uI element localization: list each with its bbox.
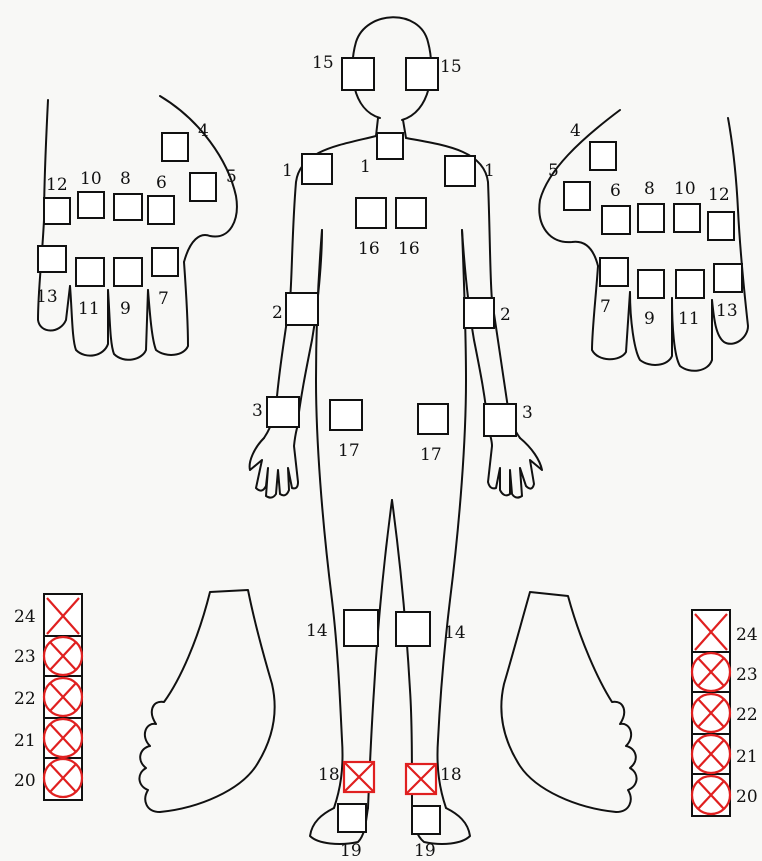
patch-site-9-right-hand (638, 270, 664, 298)
label-4-left-hand: 4 (198, 121, 209, 141)
label-4-right-hand: 4 (570, 121, 581, 141)
label-10-right-hand: 10 (674, 179, 696, 199)
patch-site-17-right (418, 404, 448, 434)
label-21-left: 21 (14, 731, 36, 751)
label-8-left-hand: 8 (120, 169, 131, 189)
label-23-left: 23 (14, 647, 36, 667)
patch-site-19-right (412, 806, 440, 834)
label-5-right-hand: 5 (548, 161, 559, 181)
label-14-left: 14 (306, 621, 328, 641)
patch-site-14-left (344, 610, 378, 646)
patch-site-13-right-hand (714, 264, 742, 292)
label-19-left: 19 (340, 841, 362, 861)
right-foot-outline (501, 592, 636, 812)
label-20-right: 20 (736, 787, 758, 807)
patch-site-4-left-hand (162, 133, 188, 161)
patch-site-6-right-hand (602, 206, 630, 234)
right-marked-strip (692, 610, 730, 816)
patch-site-7-right-hand (600, 258, 628, 286)
patch-site-8-right-hand (638, 204, 664, 232)
label-11-right-hand: 11 (678, 309, 700, 329)
patch-site-14-right (396, 612, 430, 646)
patch-site-19-left (338, 804, 366, 832)
patch-site-2-right (464, 298, 494, 328)
patch-site-4-right-hand (590, 142, 616, 170)
label-1-left: 1 (282, 161, 293, 181)
patch-site-3-right (484, 404, 516, 436)
label-12-left-hand: 12 (46, 175, 68, 195)
label-24-right: 24 (736, 625, 758, 645)
patch-site-1-center (377, 133, 403, 159)
patch-site-1-left (302, 154, 332, 184)
label-23-right: 23 (736, 665, 758, 685)
patch-site-15-right (406, 58, 438, 90)
label-12-right-hand: 12 (708, 185, 730, 205)
label-11-left-hand: 11 (78, 299, 100, 319)
label-13-right-hand: 13 (716, 301, 738, 321)
left-marked-strip (44, 594, 82, 800)
label-9-right-hand: 9 (644, 309, 655, 329)
label-18-left: 18 (318, 765, 340, 785)
patch-site-10-left-hand (78, 192, 104, 218)
label-20-left: 20 (14, 771, 36, 791)
patch-site-11-right-hand (676, 270, 704, 298)
label-15-left: 15 (312, 53, 334, 73)
patch-site-9-left-hand (114, 258, 142, 286)
patch-site-18-right-marked (406, 764, 436, 794)
label-8-right-hand: 8 (644, 179, 655, 199)
label-1-center: 1 (360, 157, 371, 177)
label-21-right: 21 (736, 747, 758, 767)
label-5-left-hand: 5 (226, 167, 237, 187)
patch-site-12-right-hand (708, 212, 734, 240)
label-7-right-hand: 7 (600, 297, 611, 317)
patch-site-5-left-hand (190, 173, 216, 201)
patch-site-8-left-hand (114, 194, 142, 220)
label-2-right: 2 (500, 305, 511, 325)
label-19-right: 19 (414, 841, 436, 861)
label-3-right: 3 (522, 403, 533, 423)
label-2-left: 2 (272, 303, 283, 323)
patch-site-2-left (286, 293, 318, 325)
patch-site-16-left (356, 198, 386, 228)
patch-site-6-left-hand (148, 196, 174, 224)
patch-site-17-left (330, 400, 362, 430)
patch-site-1-right (445, 156, 475, 186)
label-7-left-hand: 7 (158, 289, 169, 309)
label-18-right: 18 (440, 765, 462, 785)
label-14-right: 14 (444, 623, 466, 643)
label-17-left: 17 (338, 441, 360, 461)
patch-site-13-left-hand (38, 246, 66, 272)
patch-site-18-left-marked (344, 762, 374, 792)
label-16-left: 16 (358, 239, 380, 259)
label-3-left: 3 (252, 401, 263, 421)
patch-site-5-right-hand (564, 182, 590, 210)
label-10-left-hand: 10 (80, 169, 102, 189)
label-16-right: 16 (398, 239, 420, 259)
patch-site-11-left-hand (76, 258, 104, 286)
patch-site-10-right-hand (674, 204, 700, 232)
label-1-right: 1 (484, 161, 495, 181)
patch-site-15-left (342, 58, 374, 90)
label-15-right: 15 (440, 57, 462, 77)
label-6-right-hand: 6 (610, 181, 621, 201)
patch-site-3-left (267, 397, 299, 427)
patch-site-12-left-hand (44, 198, 70, 224)
left-foot-outline (139, 590, 274, 812)
label-22-right: 22 (736, 705, 758, 725)
patch-site-16-right (396, 198, 426, 228)
label-22-left: 22 (14, 689, 36, 709)
label-9-left-hand: 9 (120, 299, 131, 319)
label-17-right: 17 (420, 445, 442, 465)
label-13-left-hand: 13 (36, 287, 58, 307)
patch-site-7-left-hand (152, 248, 178, 276)
label-6-left-hand: 6 (156, 173, 167, 193)
label-24-left: 24 (14, 607, 36, 627)
